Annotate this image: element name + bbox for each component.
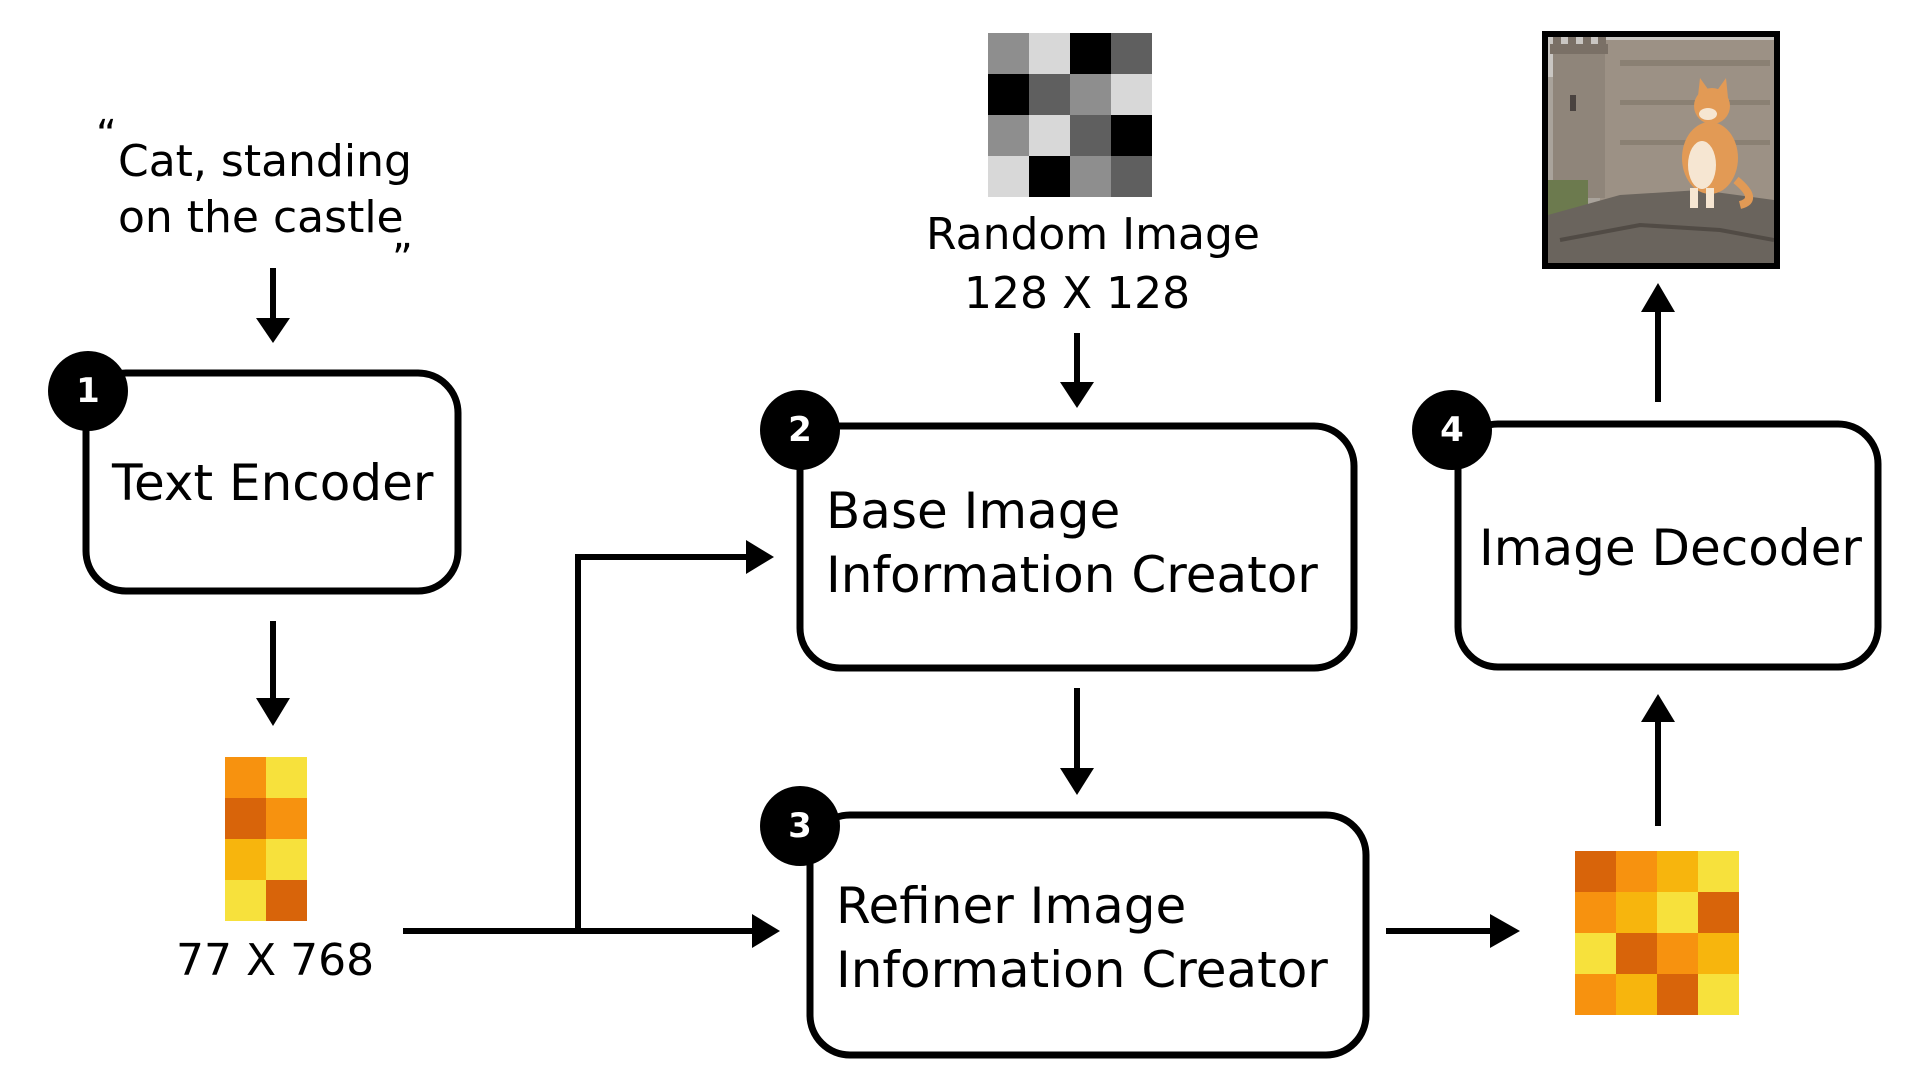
random-image-cell bbox=[1029, 74, 1070, 115]
text-embedding-cell bbox=[266, 839, 307, 880]
arrowhead-prompt-to-encoder bbox=[256, 318, 290, 343]
random-image-cell bbox=[988, 115, 1029, 156]
step-1-badge bbox=[48, 351, 128, 431]
output-image-content bbox=[1548, 37, 1774, 263]
random-image-cell bbox=[1029, 156, 1070, 197]
base-creator-label-line-2: Information Creator bbox=[826, 546, 1318, 604]
image-decoder-label: Image Decoder bbox=[1479, 519, 1862, 577]
text-embedding-grid bbox=[225, 757, 307, 921]
refiner-creator-label-line-1: Refiner Image bbox=[836, 877, 1186, 935]
step-4-badge bbox=[1412, 390, 1492, 470]
arrowhead-decoder-to-output bbox=[1641, 283, 1675, 312]
latent-output-cell bbox=[1657, 974, 1698, 1015]
arrowhead-base-to-refiner bbox=[1060, 768, 1094, 795]
step-1-text-encoder: Text Encoder 1 bbox=[48, 351, 462, 595]
prompt-line-2: on the castle bbox=[118, 192, 404, 243]
latent-output-cell bbox=[1698, 974, 1739, 1015]
refiner-creator-box bbox=[806, 811, 1370, 1059]
random-image-cell bbox=[1111, 156, 1152, 197]
latent-output-cell bbox=[1616, 851, 1657, 892]
text-embedding-label: 77 X 768 bbox=[176, 935, 374, 986]
latent-output-cell bbox=[1698, 892, 1739, 933]
text-encoder-box bbox=[82, 369, 462, 595]
text-embedding-cell bbox=[225, 880, 266, 921]
step-3-refiner-image-information-creator: Refiner Image Information Creator 3 bbox=[760, 786, 1370, 1059]
latent-output-grid bbox=[1575, 851, 1739, 1015]
prompt-close-quote: „ bbox=[392, 212, 413, 258]
latent-output-cell bbox=[1575, 974, 1616, 1015]
text-embedding-cell bbox=[225, 798, 266, 839]
base-creator-box bbox=[796, 422, 1358, 672]
text-embedding-cell bbox=[266, 757, 307, 798]
arrowhead-encoder-to-embedding bbox=[256, 698, 290, 726]
step-2-badge bbox=[760, 390, 840, 470]
arrowhead-embedding-to-base bbox=[746, 540, 774, 574]
random-image-cell bbox=[988, 74, 1029, 115]
random-image-cell bbox=[988, 33, 1029, 74]
text-embedding-cell bbox=[225, 839, 266, 880]
step-4-number: 4 bbox=[1440, 410, 1464, 450]
random-image-cell bbox=[1029, 33, 1070, 74]
random-image-cell bbox=[1111, 33, 1152, 74]
random-image-cell bbox=[1029, 115, 1070, 156]
step-2-number: 2 bbox=[788, 410, 812, 450]
step-4-image-decoder: Image Decoder 4 bbox=[1412, 390, 1882, 671]
random-image-cell bbox=[1111, 115, 1152, 156]
latent-output-cell bbox=[1616, 933, 1657, 974]
prompt-text: “ Cat, standing on the castle „ bbox=[96, 112, 413, 258]
random-image-cell bbox=[1111, 74, 1152, 115]
random-image-cell bbox=[1070, 115, 1111, 156]
random-image-label-line-1: Random Image bbox=[926, 209, 1260, 260]
text-embedding-cell bbox=[266, 880, 307, 921]
random-image-cell bbox=[988, 156, 1029, 197]
step-2-base-image-information-creator: Base Image Information Creator 2 bbox=[760, 390, 1358, 672]
latent-output-cell bbox=[1575, 851, 1616, 892]
random-image-cell bbox=[1070, 33, 1111, 74]
connector-embedding-to-base bbox=[575, 554, 748, 931]
step-3-badge bbox=[760, 786, 840, 866]
latent-output-cell bbox=[1657, 892, 1698, 933]
text-encoder-label: Text Encoder bbox=[111, 454, 434, 512]
text-embedding-cell bbox=[266, 798, 307, 839]
latent-output-cell bbox=[1616, 892, 1657, 933]
latent-output-cell bbox=[1616, 974, 1657, 1015]
base-creator-label-line-1: Base Image bbox=[826, 482, 1120, 540]
random-image-cell bbox=[1070, 156, 1111, 197]
prompt-open-quote: “ bbox=[96, 112, 117, 158]
arrowhead-latent-to-decoder bbox=[1641, 694, 1675, 722]
latent-output-cell bbox=[1698, 933, 1739, 974]
latent-output-cell bbox=[1657, 933, 1698, 974]
prompt-line-1: Cat, standing bbox=[118, 136, 412, 187]
latent-output-cell bbox=[1575, 933, 1616, 974]
text-embedding-cell bbox=[225, 757, 266, 798]
latent-output-cell bbox=[1657, 851, 1698, 892]
arrowhead-random-to-base bbox=[1060, 382, 1094, 408]
image-decoder-box bbox=[1454, 420, 1882, 671]
cat-on-castle-image bbox=[1542, 31, 1780, 269]
arrowhead-refiner-to-latent bbox=[1490, 914, 1520, 948]
random-image-label-line-2: 128 X 128 bbox=[964, 268, 1190, 319]
step-3-number: 3 bbox=[788, 806, 812, 846]
step-1-number: 1 bbox=[76, 371, 100, 411]
refiner-creator-label-line-2: Information Creator bbox=[836, 941, 1328, 999]
random-image-cell bbox=[1070, 74, 1111, 115]
latent-output-cell bbox=[1575, 892, 1616, 933]
random-image-grid bbox=[988, 33, 1152, 197]
arrowhead-embedding-to-refiner bbox=[752, 914, 780, 948]
latent-output-cell bbox=[1698, 851, 1739, 892]
